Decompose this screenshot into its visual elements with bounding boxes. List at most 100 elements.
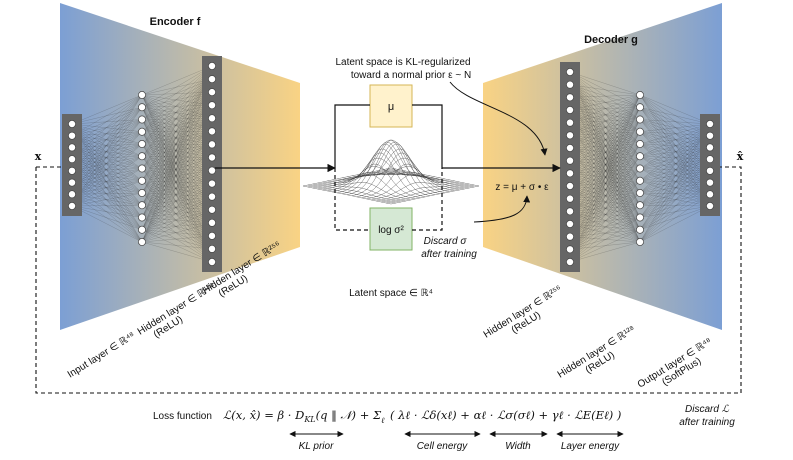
connection (141, 192, 213, 236)
connection (141, 92, 213, 145)
connection (569, 143, 641, 263)
connection (639, 123, 711, 157)
network-connections (71, 65, 711, 263)
connection (569, 236, 641, 243)
connection (141, 118, 213, 169)
connection (71, 123, 143, 243)
connection (569, 135, 641, 218)
connection (639, 147, 711, 169)
dec-output-neuron (706, 120, 714, 128)
connection (71, 180, 143, 183)
connection (569, 192, 641, 225)
enc-h256-neuron (208, 166, 216, 175)
connection (141, 78, 213, 145)
connection (71, 205, 143, 243)
connection (141, 205, 213, 210)
gaussian-mesh-line (307, 184, 396, 204)
connection (141, 92, 213, 96)
connection (639, 94, 711, 171)
connection (639, 94, 711, 195)
dec-h256-neuron (566, 232, 574, 241)
connection (141, 157, 213, 218)
enc-h256-neuron (208, 218, 216, 227)
connection (639, 170, 711, 230)
epsilon-curve-arrow (449, 81, 548, 156)
connection (141, 105, 213, 169)
connection (141, 78, 213, 181)
connection (569, 205, 641, 212)
connection (71, 135, 143, 194)
connection (141, 105, 213, 218)
dec-h256-neuron (566, 144, 574, 152)
connection (141, 180, 213, 197)
connection (141, 156, 213, 197)
connection (141, 183, 213, 218)
connection (639, 123, 711, 145)
connection (639, 168, 711, 207)
dec-h256-neuron (566, 207, 574, 216)
connection (569, 168, 641, 225)
connection (141, 192, 213, 210)
enc-input-neuron (68, 131, 76, 140)
connection (141, 105, 213, 230)
connection (569, 223, 641, 230)
connection (639, 119, 711, 148)
latent-note-line1: Latent space is KL-regularized (335, 57, 470, 68)
connection (141, 157, 213, 230)
mu-connector (334, 104, 370, 168)
connection (141, 78, 213, 169)
kl-prior-label: KL prior (299, 441, 335, 452)
connection (71, 170, 143, 206)
connection (71, 182, 143, 206)
connection (569, 131, 641, 161)
connection (569, 94, 641, 123)
connection (71, 131, 143, 136)
connection (639, 119, 711, 160)
connection (71, 107, 143, 136)
connection (569, 156, 641, 199)
connection (141, 131, 213, 158)
connection (141, 92, 213, 230)
connection (71, 170, 143, 218)
connection (141, 92, 213, 194)
connection (71, 182, 143, 243)
connection (71, 131, 143, 171)
connection (569, 97, 641, 157)
connection (141, 170, 213, 243)
connection (141, 65, 213, 169)
connection (141, 105, 213, 108)
gaussian-mesh-line (390, 167, 480, 187)
connection (141, 119, 213, 223)
connection (639, 131, 711, 160)
connection (141, 196, 213, 206)
dec-h256-neuron (566, 258, 574, 266)
connection (141, 92, 213, 218)
enc-input-layer-label: Input layer ∈ ℝ⁴⁸ (66, 330, 137, 380)
connection (569, 135, 641, 157)
connection (141, 131, 213, 197)
connection (71, 94, 143, 171)
connection (639, 119, 711, 171)
connection (569, 217, 641, 225)
connection (141, 168, 213, 171)
connection (569, 131, 641, 199)
connection (141, 94, 213, 210)
connection (569, 168, 641, 263)
dec-output-neuron (706, 155, 714, 164)
connection (569, 180, 641, 199)
connection (71, 147, 143, 157)
connection (141, 105, 213, 194)
connection (71, 123, 143, 132)
connection (569, 84, 641, 108)
connection (569, 97, 641, 181)
connection (569, 94, 641, 237)
connection (141, 65, 213, 132)
connection (569, 185, 641, 243)
enc-h128-neuron (138, 115, 146, 124)
connection (71, 135, 143, 243)
connection (569, 147, 641, 169)
connection (71, 168, 143, 195)
connection (141, 209, 213, 243)
connection (569, 135, 641, 230)
connection (141, 107, 213, 236)
